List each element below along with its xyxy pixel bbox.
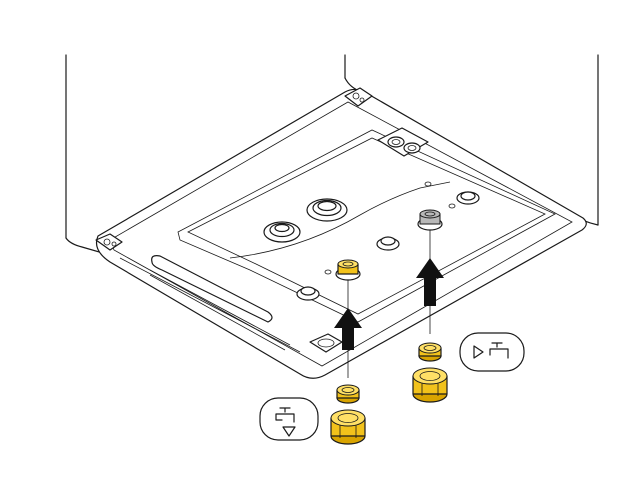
hot-water-outlet-callout — [459, 332, 525, 372]
fitting-center — [376, 236, 400, 251]
central-heating-outlet-large — [306, 198, 348, 222]
tap-icon — [489, 342, 509, 359]
triangle-down-icon — [282, 426, 296, 437]
up-arrow-icon — [416, 258, 444, 306]
cold-olive-ring — [336, 384, 360, 404]
up-arrow-icon — [334, 308, 362, 350]
recessed-plate — [177, 129, 556, 323]
cold-compression-nut — [330, 409, 366, 445]
fitting-small-rear — [324, 181, 456, 275]
cold-water-inlet-callout — [259, 397, 319, 441]
boiler-casing — [65, 54, 599, 379]
rear-connection-block — [377, 127, 429, 157]
central-heating-outlet-left — [263, 221, 301, 243]
tap-icon — [275, 407, 295, 423]
hot-compression-nut — [412, 367, 448, 403]
fitting-front-left — [296, 286, 320, 301]
corner-bracket-left — [95, 233, 123, 251]
hot-olive-ring — [418, 342, 442, 362]
corner-bracket-right — [344, 87, 373, 107]
triangle-right-icon — [473, 345, 484, 359]
guide-lines — [347, 230, 431, 378]
hot-water-outlet-socket — [417, 209, 443, 231]
fitting-right — [456, 191, 480, 205]
cold-water-inlet-socket — [335, 259, 361, 281]
side-slot — [151, 255, 273, 323]
